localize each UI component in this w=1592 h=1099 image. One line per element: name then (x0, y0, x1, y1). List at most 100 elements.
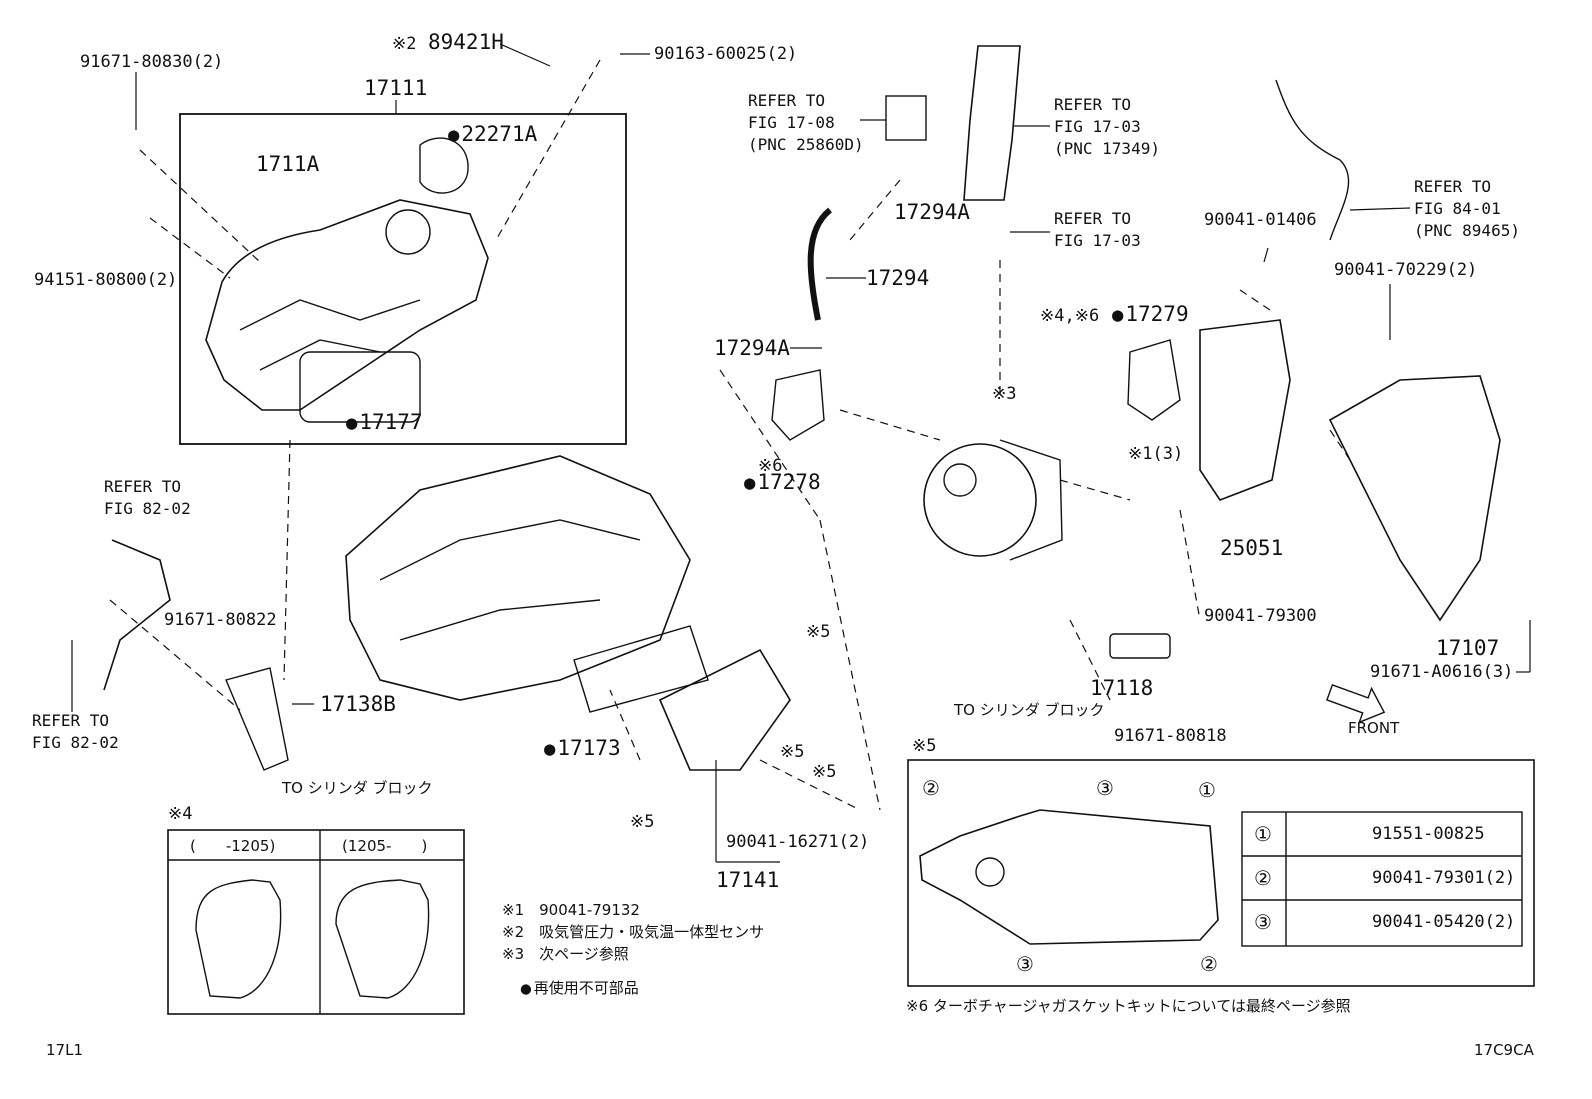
note-mark-5a: ※5 (806, 622, 831, 642)
bolt-table-num: ③ (1254, 910, 1272, 934)
part-label-1711a: 1711A (256, 152, 320, 176)
to-cylinder-block-left: TO シリンダ ブロック (282, 779, 433, 797)
refer-fig-17-03: REFER TO FIG 17-03 (1054, 209, 1141, 250)
bolt-table-part: 90041-79301(2) (1372, 868, 1516, 888)
part-label-91671-80818: 91671-80818 (1114, 726, 1227, 746)
part-label-91671-80822: 91671-80822 (164, 610, 277, 630)
bolt-position-number: ② (1200, 952, 1218, 976)
corner-code-left: 17L1 (46, 1041, 83, 1059)
hose-17349-shape (963, 45, 1021, 201)
part-label-90041-79300: 90041-79300 (1204, 606, 1317, 626)
part-label-25051: 25051 (1220, 536, 1284, 560)
bolt-table-part: 91551-00825 (1372, 824, 1485, 844)
part-label-17294a-low: 17294A (714, 336, 790, 360)
non-reusable-legend: 再使用不可部品 (520, 978, 639, 999)
part-label-89421h: 89421H (428, 30, 504, 54)
dashed-leaders (109, 59, 1351, 811)
footnote-2: ※2 吸気管圧力・吸気温一体型センサ (502, 923, 765, 941)
footnote-3: ※3 次ページ参照 (502, 945, 629, 963)
note-mark-5c: ※5 (812, 762, 837, 782)
refer-fig-17-03-pnc: REFER TO FIG 17-03 (PNC 17349) (1054, 95, 1160, 158)
heat-insulator-17107-shape (1328, 375, 1501, 622)
part-label-91671-80830: 91671-80830(2) (80, 52, 224, 72)
gasket-variant-box (167, 829, 465, 1015)
solid-leaders (71, 43, 1531, 863)
part-label-17294: 17294 (866, 266, 930, 290)
refer-fig-84-01: REFER TO FIG 84-01 (PNC 89465) (1414, 177, 1520, 240)
stay-bracket-shape (103, 539, 171, 691)
note-mark-3: ※3 (992, 384, 1017, 404)
note-mark-4-6: ※4,※6 (1040, 306, 1100, 326)
to-cylinder-block-right: TO シリンダ ブロック (954, 701, 1105, 719)
gasket-17278-shape (771, 369, 825, 441)
part-label-17118: 17118 (1090, 676, 1154, 700)
oxygen-sensor-wire (1275, 79, 1350, 241)
bolt-position-number: ③ (1016, 952, 1034, 976)
part-label-17294a-top: 17294A (894, 200, 970, 224)
manifold-group-box (179, 113, 627, 445)
throttle-port (385, 209, 431, 255)
note-mark-5d: ※5 (630, 812, 655, 832)
bolt-position-number: ② (922, 776, 940, 800)
front-arrow (1326, 684, 1386, 724)
gasket-22271a-shape (419, 137, 469, 194)
intake-manifold-outline (205, 199, 489, 411)
hose-17294-shape (807, 207, 832, 321)
part-label-17111: 17111 (364, 76, 428, 100)
note-mark-1: ※1(3) (1128, 444, 1184, 464)
bolt-table-num: ② (1254, 866, 1272, 890)
bolt-table (1241, 811, 1523, 947)
gasket-variant-a (195, 879, 282, 999)
intake-manifold-detail (239, 299, 421, 371)
vsv-sensor-shape (885, 95, 927, 141)
cylinder-head-detail (379, 519, 641, 641)
refer-fig-17-08: REFER TO FIG 17-08 (PNC 25860D) (748, 91, 864, 154)
turbo-inlet (943, 463, 977, 497)
cylinder-head-outline (345, 455, 691, 701)
part-label-90041-01406: 90041-01406 (1204, 210, 1317, 230)
part-label-17138b: 17138B (320, 692, 396, 716)
part-label-90163-60025: 90163-60025(2) (654, 44, 798, 64)
front-label: FRONT (1348, 719, 1400, 737)
bracket-17118-shape (1109, 633, 1171, 659)
part-label-17173: 17173 (544, 736, 620, 761)
turbo-housing (999, 439, 1063, 561)
part-label-91671-a0616: 91671-A0616(3) (1370, 662, 1514, 682)
exhaust-manifold-17141-shape (658, 648, 791, 771)
stay-17138b-shape (225, 667, 289, 771)
note-mark-2-top: ※2 (392, 34, 417, 54)
plate-hole (975, 857, 1005, 887)
refer-fig-82-02-top: REFER TO FIG 82-02 (104, 477, 191, 518)
part-label-94151-80800: 94151-80800(2) (34, 270, 178, 290)
gasket-variant-b-range: (1205- ) (342, 837, 428, 855)
corner-code-right: 17C9CA (1474, 1041, 1534, 1059)
manifold-plate-shape (919, 809, 1219, 945)
bolt-position-number: ① (1198, 778, 1216, 802)
part-label-17107: 17107 (1436, 636, 1500, 660)
bolt-table-num: ① (1254, 822, 1272, 846)
box-4-mark: ※4 (168, 804, 193, 824)
bolt-detail-box (907, 759, 1535, 987)
bolt-table-part: 90041-05420(2) (1372, 912, 1516, 932)
turbocharger-outline (923, 443, 1037, 557)
part-label-90041-16271: 90041-16271(2) (726, 832, 870, 852)
part-label-17141: 17141 (716, 868, 780, 892)
box-5-mark: ※5 (912, 736, 937, 756)
footnote-1: ※1 90041-79132 (502, 901, 640, 919)
gasket-variant-a-range: ( -1205) (190, 837, 276, 855)
part-label-22271a: 22271A (448, 122, 537, 147)
converter-25051-shape (1199, 319, 1291, 501)
gasket-17173-shape (573, 625, 709, 713)
part-label-17177: 17177 (346, 410, 422, 435)
part-label-17278: 17278 (744, 470, 820, 495)
bolt-position-number: ③ (1096, 776, 1114, 800)
footnote-6: ※6 ターボチャージャガスケットキットについては最終ページ参照 (906, 997, 1351, 1015)
part-label-90041-70229: 90041-70229(2) (1334, 260, 1478, 280)
refer-fig-82-02-bottom: REFER TO FIG 82-02 (32, 711, 119, 752)
note-mark-5b: ※5 (780, 742, 805, 762)
part-label-17279: 17279 (1112, 302, 1188, 327)
gasket-17279-shape (1127, 339, 1181, 421)
gasket-variant-b (335, 879, 430, 999)
